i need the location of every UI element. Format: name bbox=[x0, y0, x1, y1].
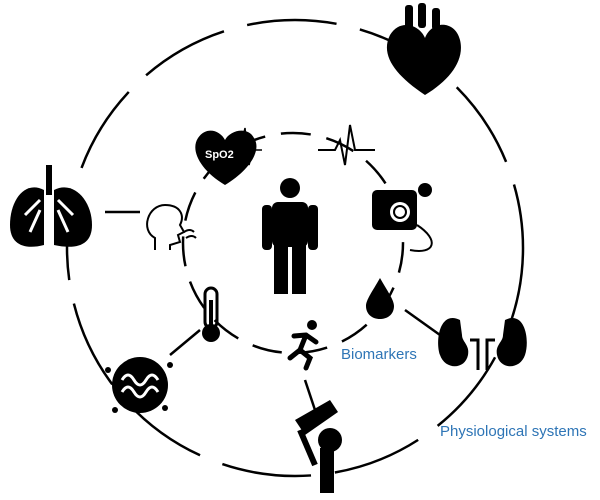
ecg-icon bbox=[318, 124, 375, 166]
intestine-icon bbox=[105, 357, 173, 413]
kidneys-icon bbox=[438, 318, 527, 370]
connector-lines bbox=[105, 210, 441, 411]
lungs-icon bbox=[10, 165, 92, 247]
inner-circle-biomarkers bbox=[181, 131, 405, 355]
blood-pressure-icon bbox=[372, 183, 433, 252]
heart-icon bbox=[386, 3, 461, 95]
breathing-face-icon bbox=[146, 203, 197, 250]
thermometer-icon bbox=[202, 286, 220, 342]
person-icon bbox=[262, 178, 318, 294]
spo2-label: SpO2 bbox=[205, 149, 234, 161]
knee-joint-icon bbox=[295, 400, 342, 493]
biomarkers-label: Biomarkers bbox=[341, 346, 417, 363]
outer-circle-physiological-systems bbox=[65, 18, 525, 478]
physiological-systems-label: Physiological systems bbox=[440, 423, 587, 440]
spo2-heart-icon: SpO2 bbox=[195, 127, 262, 185]
runner-icon bbox=[287, 320, 319, 371]
blood-drop-icon bbox=[366, 278, 394, 319]
